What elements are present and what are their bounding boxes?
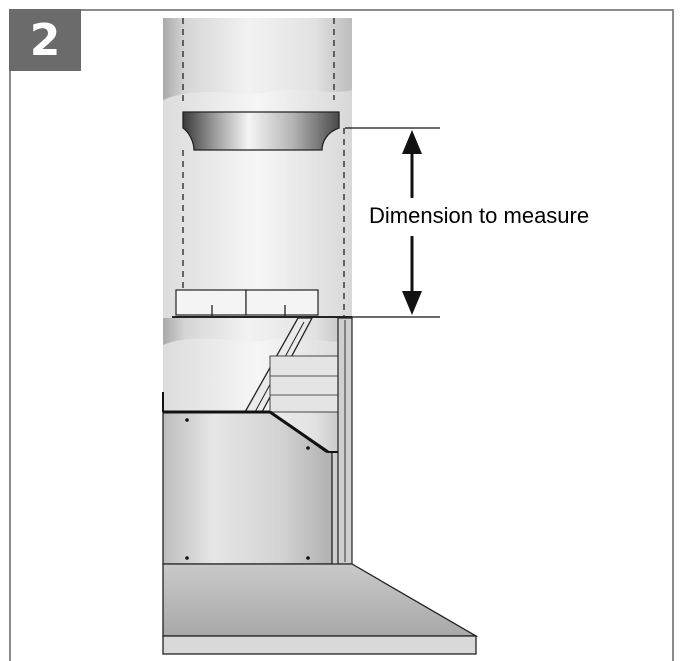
mounting-bracket-left <box>175 289 247 316</box>
duct-collar <box>182 111 340 151</box>
step-number-badge: 2 <box>9 9 81 71</box>
screw <box>185 418 189 422</box>
blower-housing <box>269 355 343 413</box>
chimney-cutaway <box>163 90 352 336</box>
mounting-bracket-right <box>245 289 319 316</box>
screw <box>306 446 310 450</box>
screw <box>185 556 189 560</box>
hood-front-edge <box>162 635 477 655</box>
hood-canopy <box>162 563 479 637</box>
screw <box>306 556 310 560</box>
dimension-arrowhead-down <box>402 291 422 315</box>
dimension-arrowhead-up <box>402 130 422 154</box>
dimension-label: Dimension to measure <box>369 203 590 228</box>
